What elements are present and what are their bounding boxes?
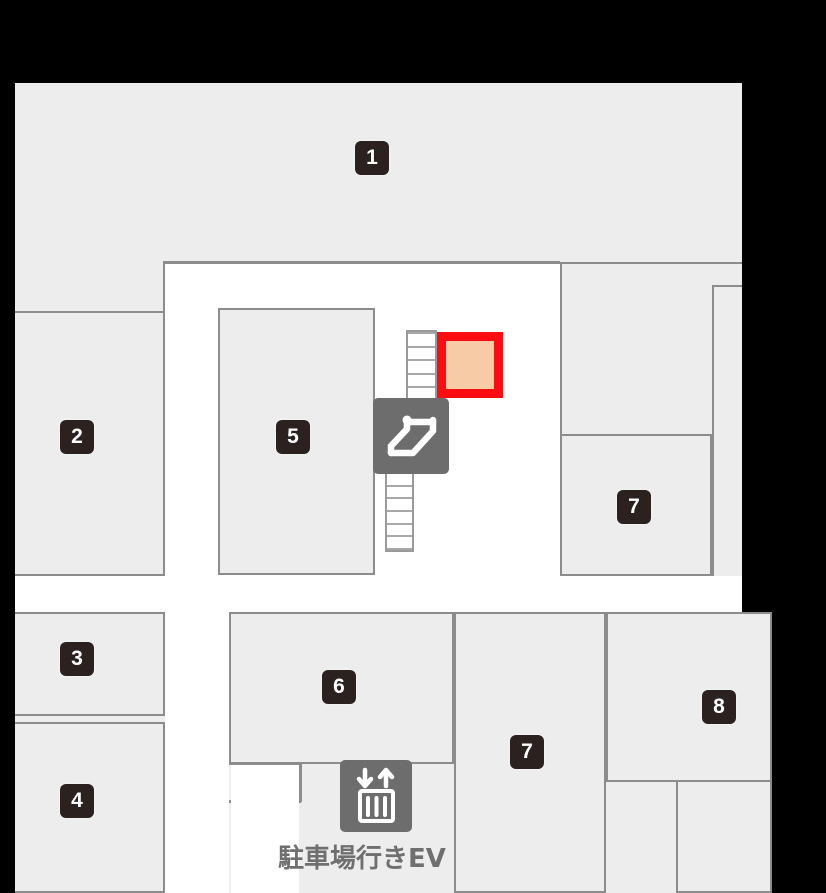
room-block-8[interactable] [606,612,772,782]
stair-step [387,509,412,512]
stair-step [387,522,412,525]
elevator-lobby-corridor [231,765,299,893]
map-marker-7-lower[interactable]: 7 [510,735,544,769]
letterbox-right-lower [772,612,826,893]
selected-unit-highlight[interactable] [437,332,503,398]
stairs-upper[interactable] [406,330,437,404]
stair-step [387,547,412,550]
letterbox-left [0,0,15,893]
stair-step [387,535,412,538]
corridor-top-wall [163,261,560,264]
stairs-lower[interactable] [385,470,414,552]
stair-step [387,484,412,487]
letterbox-right-upper [742,0,826,612]
map-marker-6[interactable]: 6 [322,670,356,704]
map-marker-7-upper[interactable]: 7 [617,490,651,524]
floor-zone-right-upper [560,264,742,436]
room-block-8-lower[interactable] [676,780,772,893]
stair-step [408,345,435,348]
map-marker-3[interactable]: 3 [60,642,94,676]
vertical-corridor-left-overlay [165,612,229,893]
elevator-caption: 駐車場行きEV [278,844,446,874]
lower-corridor-band [15,576,742,614]
stair-step [408,359,435,362]
map-marker-2[interactable]: 2 [60,420,94,454]
room-6-notch-wall [229,762,301,765]
map-marker-1[interactable]: 1 [355,141,389,175]
letterbox-top [0,0,826,83]
floor-zone-left-upper [15,265,165,313]
map-marker-8[interactable]: 8 [702,690,736,724]
room-6-notch-vertical [299,762,302,802]
map-marker-5[interactable]: 5 [276,420,310,454]
stair-step [387,497,412,500]
map-marker-4[interactable]: 4 [60,784,94,818]
elevator-icon[interactable] [340,760,412,832]
stair-step [408,386,435,389]
stair-step [408,372,435,375]
stair-step [408,332,435,334]
escalator-icon[interactable] [373,398,449,474]
